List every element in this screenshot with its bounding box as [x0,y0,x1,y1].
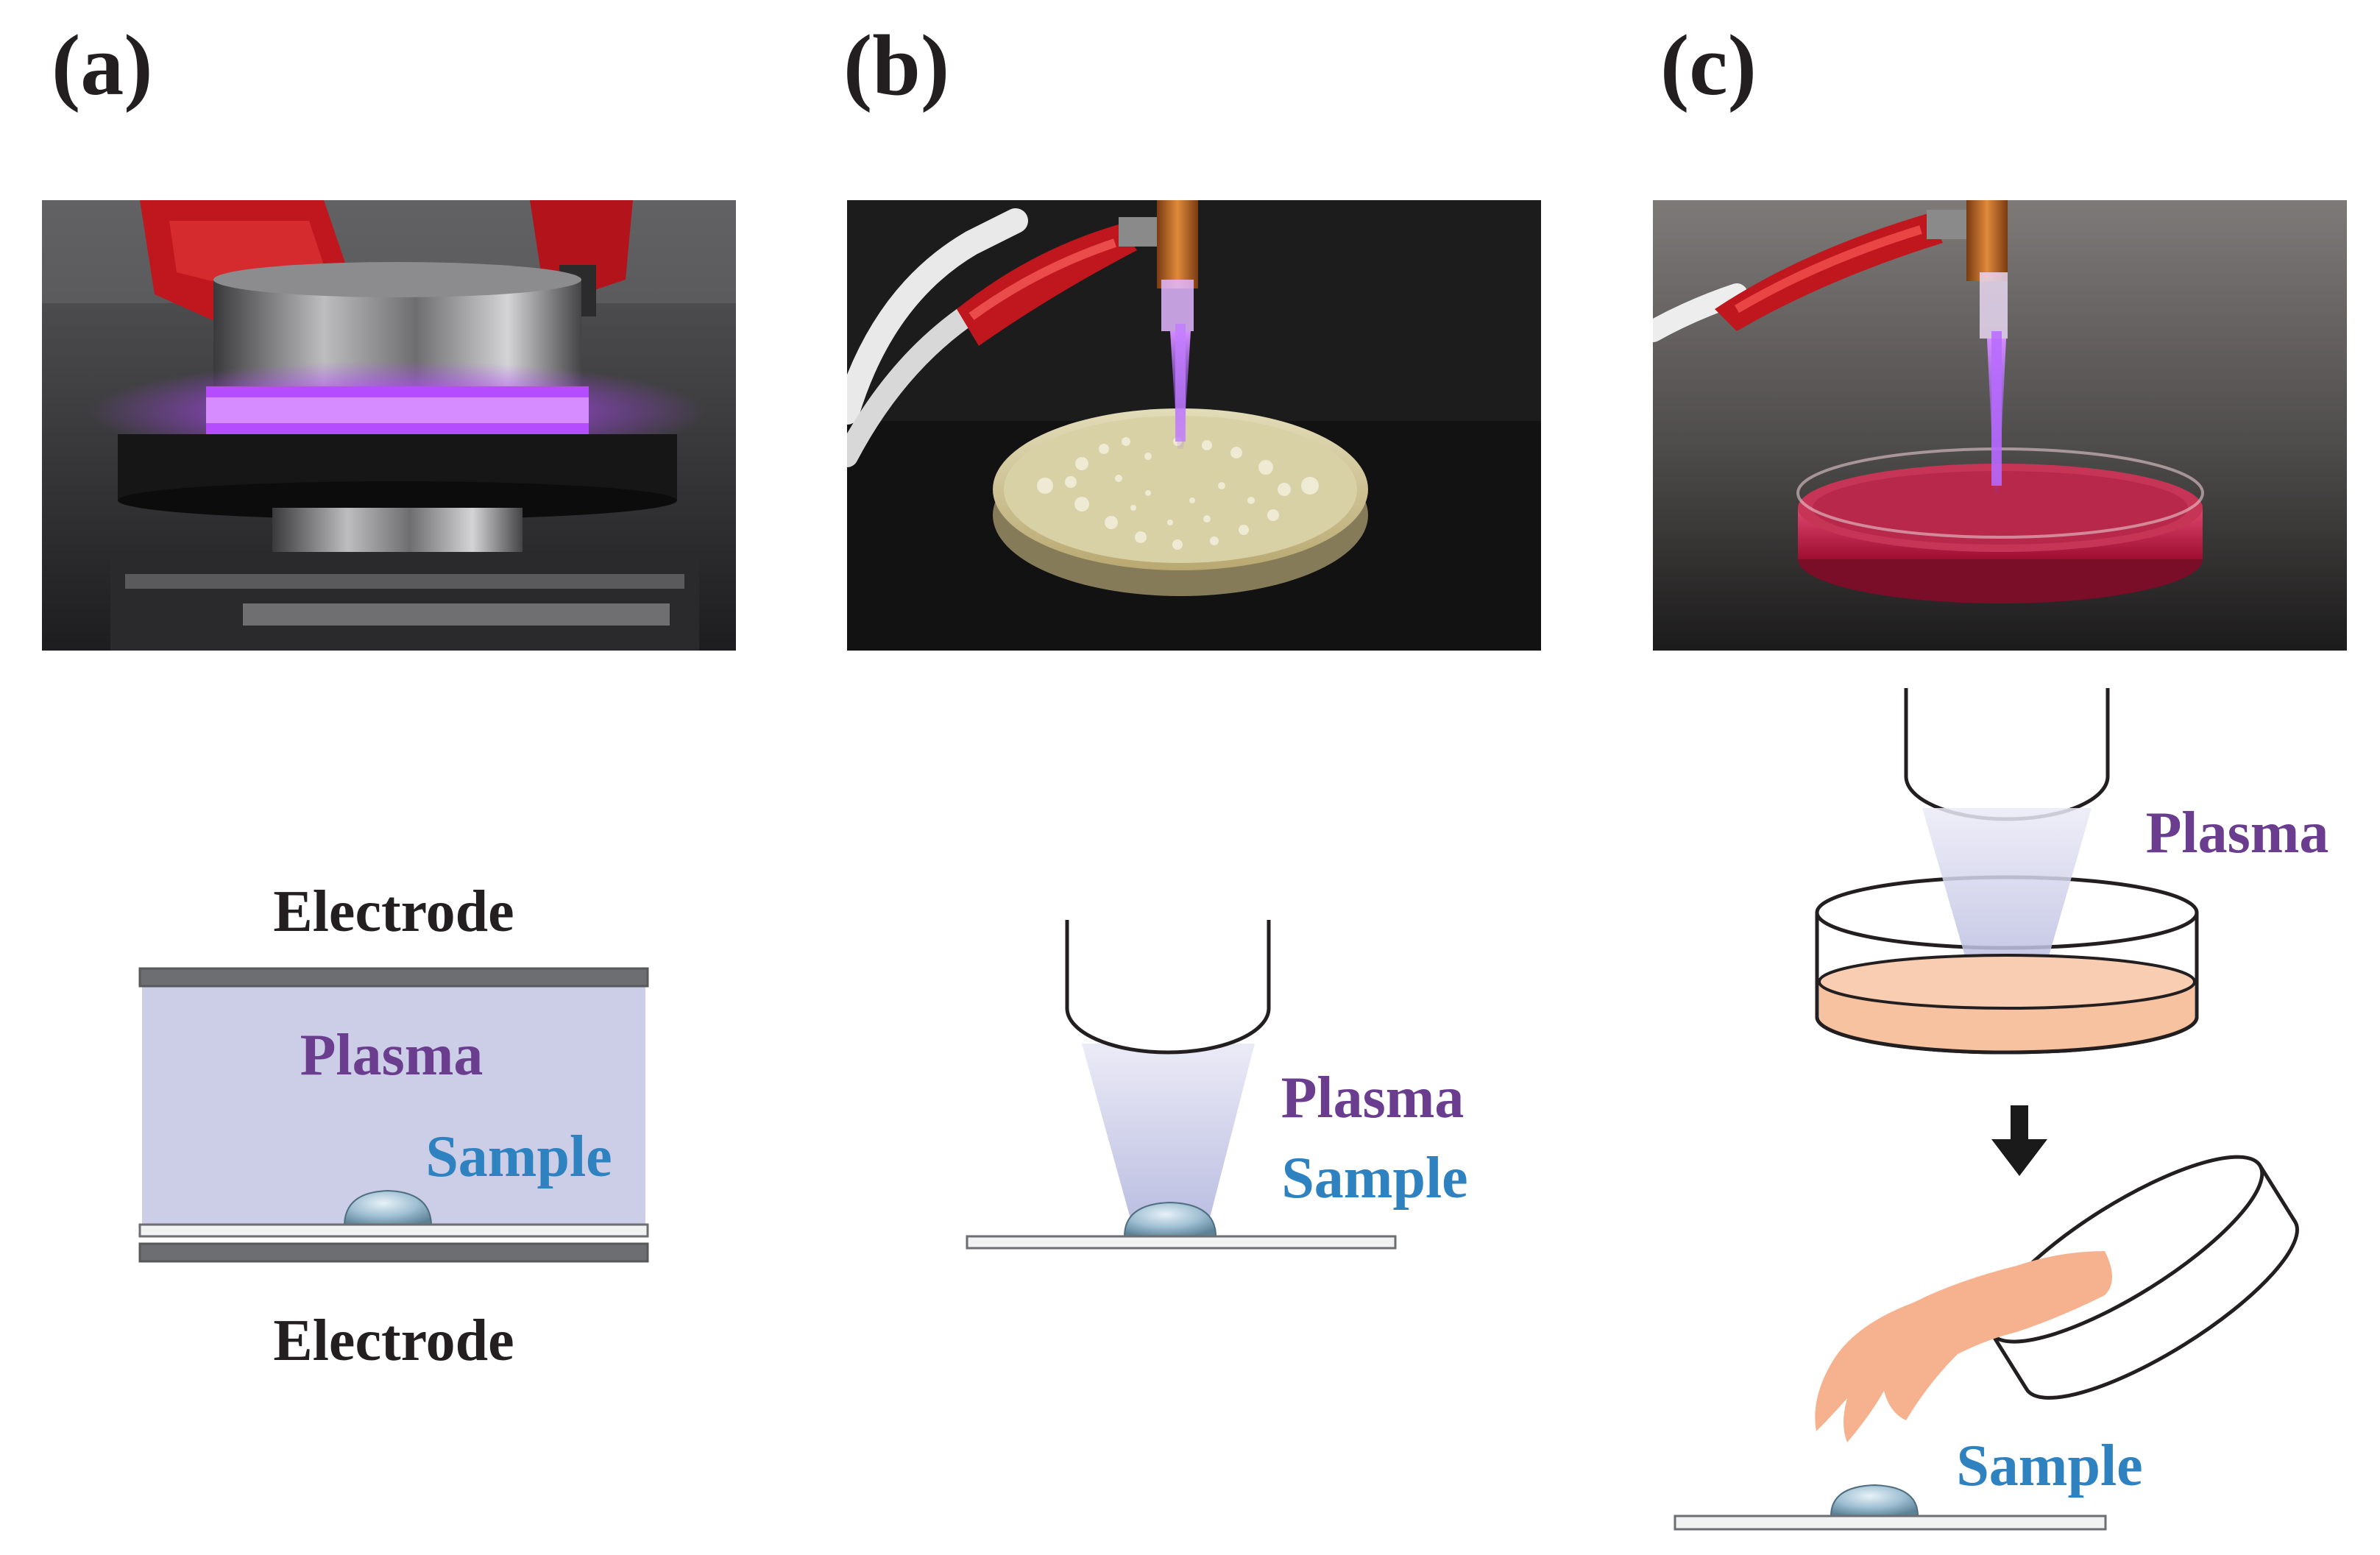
diagram-b-sample-slide [966,1235,1397,1250]
diagram-b-nozzle [1065,920,1271,1055]
diagram-c-liquid-surface [1818,954,2196,1010]
diagram-c-nozzle [1904,688,2110,821]
diagram-a-sample-slide [138,1223,649,1238]
diagram-b-sample-label: Sample [1281,1146,1467,1211]
diagram-c-plasma-label: Plasma [2146,801,2329,865]
diagram-a-bottom-electrode-label: Electrode [273,1308,514,1373]
diagram-c-plasma-liquid: Plasma Sample [1674,688,2329,1531]
diagram-c-sample-slide [1674,1515,2107,1531]
diagram-a-top-electrode-label: Electrode [273,879,514,944]
diagram-c-poured-liquid [1815,1251,2112,1442]
diagram-a-top-electrode [138,967,649,988]
diagram-a-plasma-label: Plasma [300,1023,484,1088]
diagram-a-sample-label: Sample [425,1124,612,1189]
photo-c-plasma-jet-liquid [1653,200,2347,651]
diagram-a-sample-droplet [343,1189,433,1227]
panel-label-a: (a) [52,17,153,113]
photo-b-plasma-jet-agar [847,200,1541,651]
diagram-c-sample-label: Sample [1956,1434,2142,1498]
diagram-c-down-arrow [1991,1105,2047,1176]
panel-label-c: (c) [1660,17,1757,113]
diagram-b-plasma-jet: Plasma Sample [966,920,1468,1250]
diagram-a-dbd: Electrode Plasma Sample Electrode [138,879,649,1373]
diagram-b-sample-droplet [1123,1201,1217,1237]
diagram-a-bottom-electrode [138,1242,649,1263]
diagram-b-plasma-label: Plasma [1281,1066,1465,1130]
diagram-b-plasma-cone [1082,1044,1255,1229]
diagram-c-sample-droplet [1830,1484,1919,1517]
photo-a-dbd-device [42,200,736,651]
panel-label-b: (b) [843,17,949,113]
diagram-c-plasma-cone [1922,808,2092,971]
